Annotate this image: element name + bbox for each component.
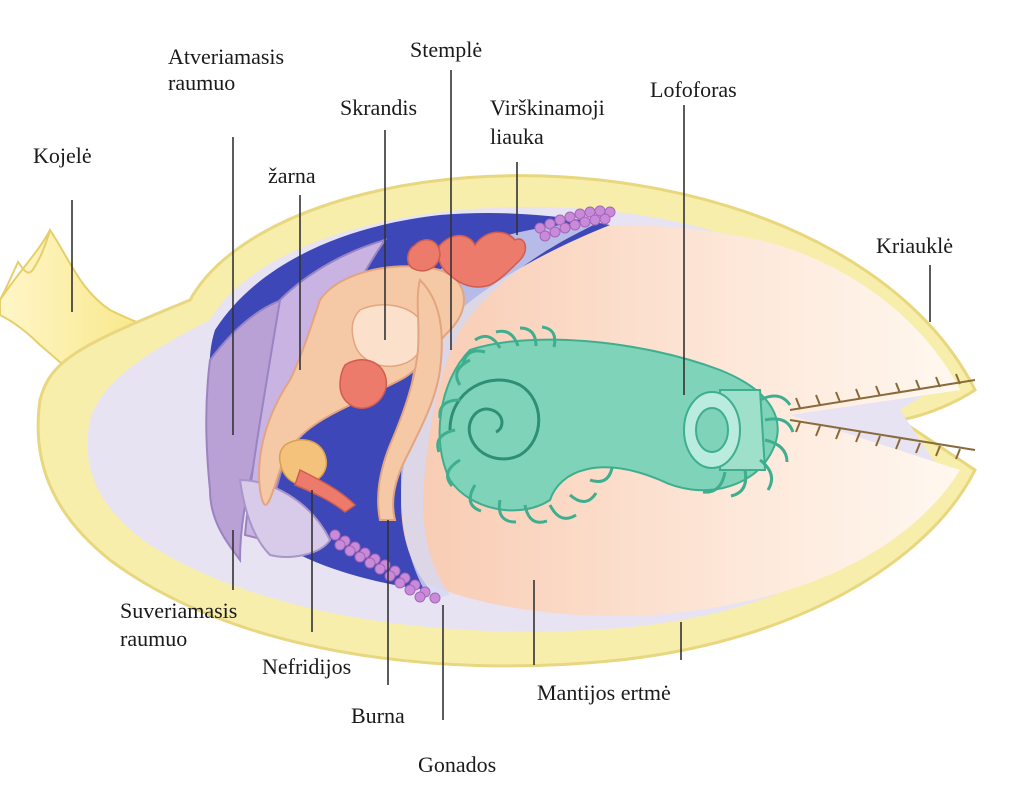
leader-lines (71, 70, 931, 720)
gonads-top (534, 205, 616, 242)
lophophore-tentacles (436, 325, 795, 524)
label-atveriamasis-line1: Atveriamasis (168, 44, 285, 69)
label-atveriamasis-line2: raumuo (168, 70, 236, 95)
label-kojele: Kojelė (33, 143, 92, 168)
label-mantijos-ertme: Mantijos ertmė (537, 680, 671, 705)
label-virskinamoji-line1: Virškinamoji (490, 95, 605, 120)
label-skrandis: Skrandis (340, 95, 417, 120)
label-gonados: Gonados (418, 752, 497, 777)
digestive-gland (437, 231, 527, 288)
label-virskinamoji-line2: liauka (490, 124, 544, 149)
pedicle-fringe (0, 229, 51, 301)
label-stemple: Stemplė (410, 37, 483, 62)
digestive-gland-2 (407, 239, 441, 272)
digestive-gland-3 (339, 359, 387, 409)
label-zarna: žarna (268, 163, 316, 188)
label-suveriamasis-line2: raumuo (120, 626, 188, 651)
lophophore (438, 338, 779, 512)
setae (789, 373, 976, 460)
label-kriaukle: Kriauklė (876, 233, 953, 258)
label-suveriamasis-line1: Suveriamasis (120, 598, 238, 623)
label-lofoforas: Lofoforas (650, 77, 737, 102)
label-burna: Burna (351, 703, 405, 728)
nephridia-tube (294, 468, 357, 513)
gonads-bottom (329, 529, 441, 604)
label-nefridijos: Nefridijos (262, 654, 352, 679)
stomach-detail (351, 304, 425, 367)
